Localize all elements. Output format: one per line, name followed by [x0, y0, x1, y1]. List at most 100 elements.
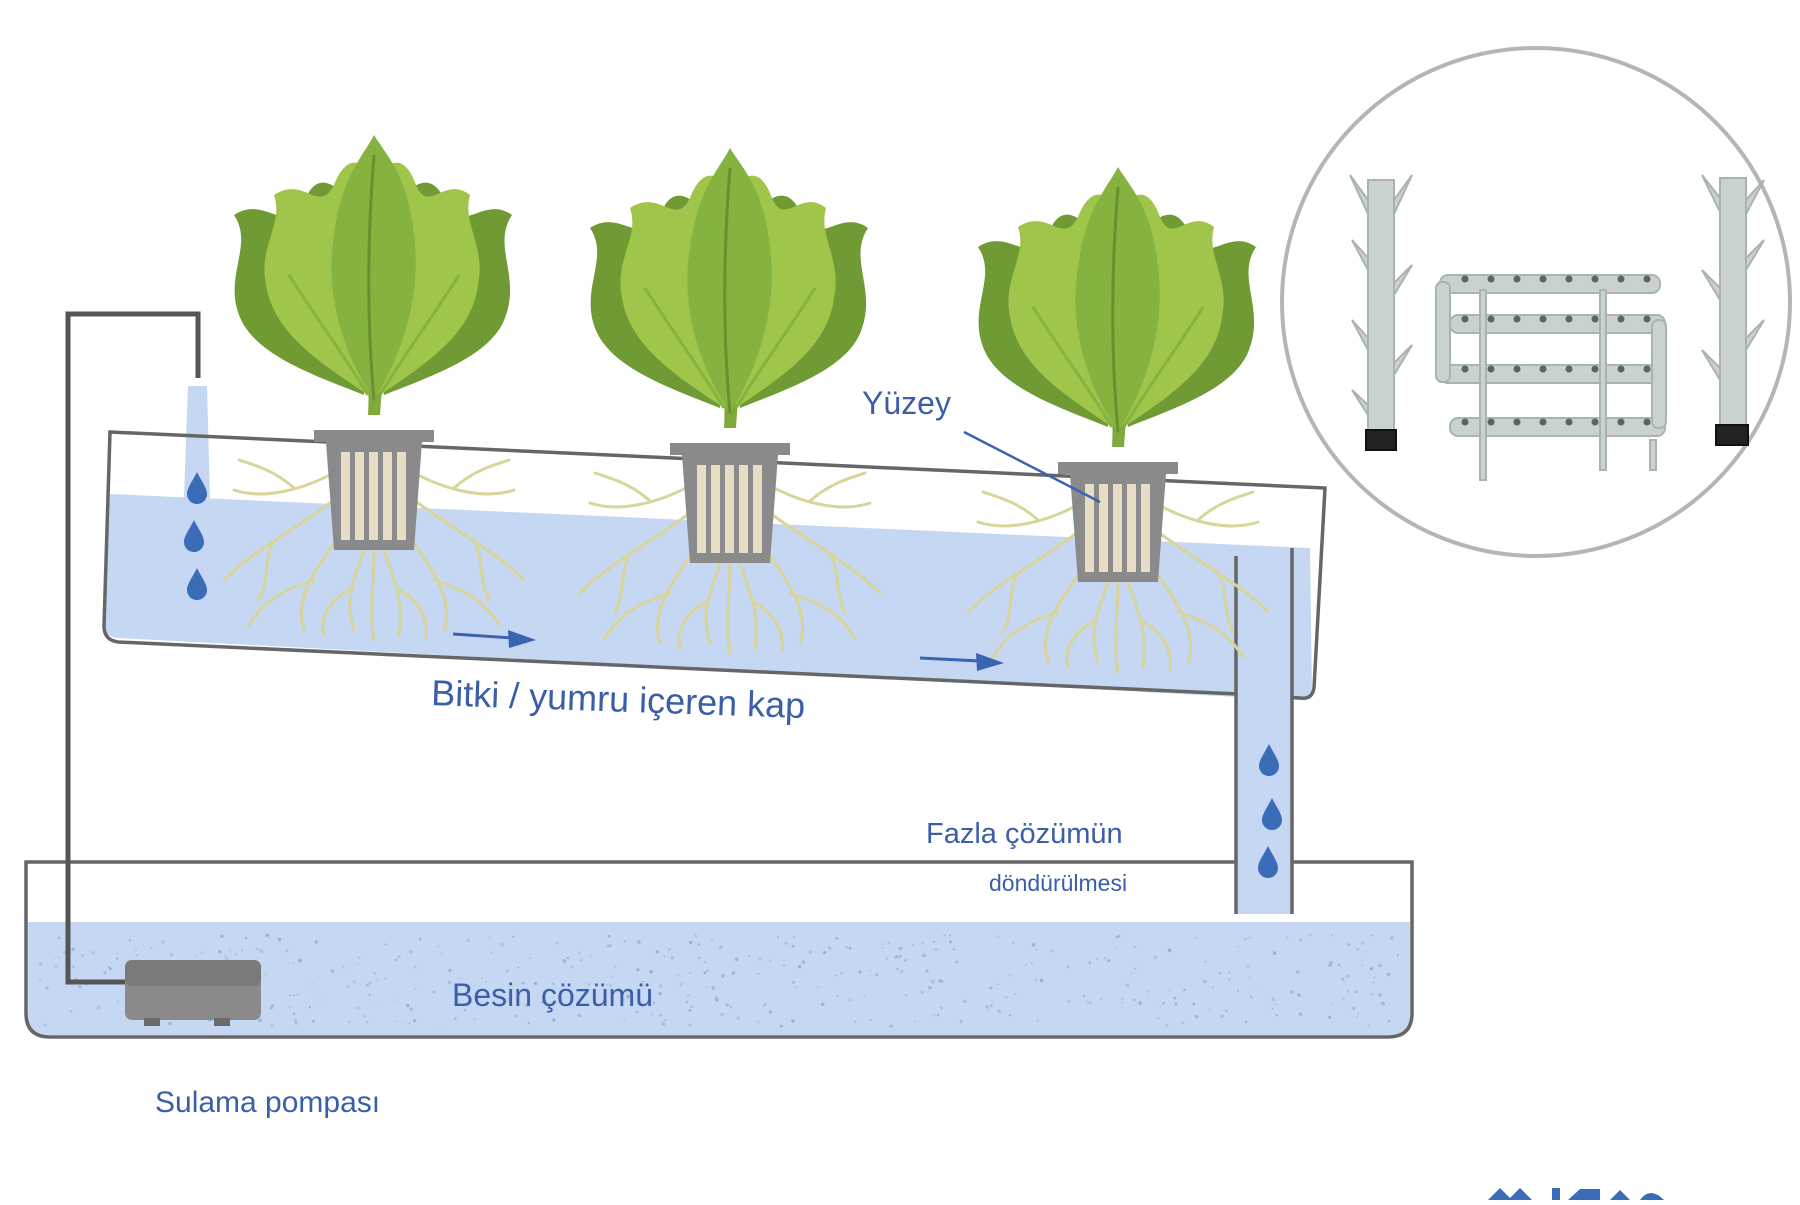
rack-hole [1461, 315, 1469, 323]
rack-hole [1617, 418, 1625, 426]
speckle [828, 947, 832, 950]
speckle [668, 948, 671, 951]
speckle [1012, 941, 1014, 944]
speckle [1390, 936, 1394, 940]
speckle [676, 974, 680, 977]
speckle [840, 971, 843, 974]
speckle [1369, 967, 1373, 971]
speckle [1008, 974, 1011, 977]
speckle [169, 952, 174, 957]
speckle [1381, 1001, 1385, 1006]
speckle [45, 986, 49, 990]
speckle [295, 1022, 298, 1025]
speckle [363, 1015, 366, 1018]
speckle [43, 1023, 47, 1027]
speckle [200, 951, 203, 954]
rack-hole [1565, 365, 1573, 373]
speckle [932, 940, 936, 944]
speckle [1299, 940, 1302, 942]
speckle [587, 983, 591, 986]
speckle [808, 950, 813, 954]
speckle [78, 985, 82, 989]
speckle [905, 994, 908, 997]
speckle [115, 957, 119, 960]
nutrient-particles [38, 933, 1400, 1028]
speckle [473, 1018, 476, 1021]
speckle [1357, 1012, 1360, 1015]
speckle [448, 980, 452, 985]
speckle [414, 966, 417, 969]
pvc-rack [1435, 274, 1667, 481]
speckle [1181, 1021, 1185, 1024]
surface-pointer [963, 430, 1101, 504]
speckle [228, 949, 231, 951]
speckle [715, 995, 718, 999]
speckle [70, 1010, 73, 1013]
speckle [990, 1004, 993, 1007]
speckle [1396, 954, 1400, 957]
inset-photo [1280, 46, 1792, 558]
speckle [255, 947, 259, 950]
speckle [408, 1022, 412, 1025]
speckle [485, 981, 487, 983]
rack-hole [1487, 315, 1495, 323]
speckle [1228, 971, 1230, 974]
speckle [650, 1013, 654, 1016]
speckle [661, 1022, 666, 1026]
speckle [934, 947, 938, 951]
speckle [161, 940, 165, 944]
speckle [541, 1001, 544, 1004]
speckle [117, 1000, 119, 1003]
speckle [244, 936, 248, 940]
speckle [920, 990, 924, 995]
speckle [776, 936, 779, 939]
speckle [1271, 1007, 1274, 1010]
speckle [1244, 1021, 1248, 1024]
rack-hole [1539, 418, 1547, 426]
reservoir-water [28, 922, 1410, 1035]
speckle [875, 973, 878, 976]
flow-arrow-2 [919, 653, 1004, 671]
speckle [91, 951, 95, 955]
speckle [1132, 998, 1136, 1002]
rack-hole [1617, 365, 1625, 373]
speckle [218, 949, 222, 954]
speckle [1347, 943, 1351, 946]
speckle [292, 1012, 296, 1016]
pump-label: Sulama pompası [155, 1086, 381, 1119]
speckle [72, 965, 76, 969]
speckle [57, 956, 60, 959]
speckle [240, 949, 243, 952]
return-label-line1: Fazla çözümün [926, 818, 1123, 850]
speckle [168, 1021, 172, 1026]
speckle [688, 1009, 692, 1012]
speckle [135, 954, 138, 957]
speckle [641, 984, 644, 987]
speckle [414, 988, 417, 990]
speckle [466, 938, 470, 943]
speckle [270, 1004, 274, 1008]
speckle [1220, 1014, 1224, 1018]
speckle [636, 940, 641, 944]
speckle [96, 1005, 101, 1010]
speckle [348, 1020, 351, 1024]
speckle [1286, 936, 1289, 939]
speckle [528, 957, 532, 960]
speckle [1255, 986, 1257, 989]
speckle [690, 1005, 693, 1009]
speckle [623, 1018, 626, 1021]
rack-hole [1487, 275, 1495, 283]
speckle [394, 958, 397, 962]
rack-hole [1643, 275, 1651, 283]
speckle [1082, 994, 1086, 998]
speckle [1328, 963, 1332, 967]
speckle [314, 940, 318, 944]
speckle [1275, 1003, 1278, 1006]
speckle [938, 979, 943, 983]
speckle [413, 1019, 417, 1023]
speckle [1035, 948, 1038, 951]
speckle [409, 1007, 413, 1011]
speckle [1165, 1024, 1169, 1028]
speckle [71, 947, 75, 951]
speckle [933, 1014, 936, 1017]
